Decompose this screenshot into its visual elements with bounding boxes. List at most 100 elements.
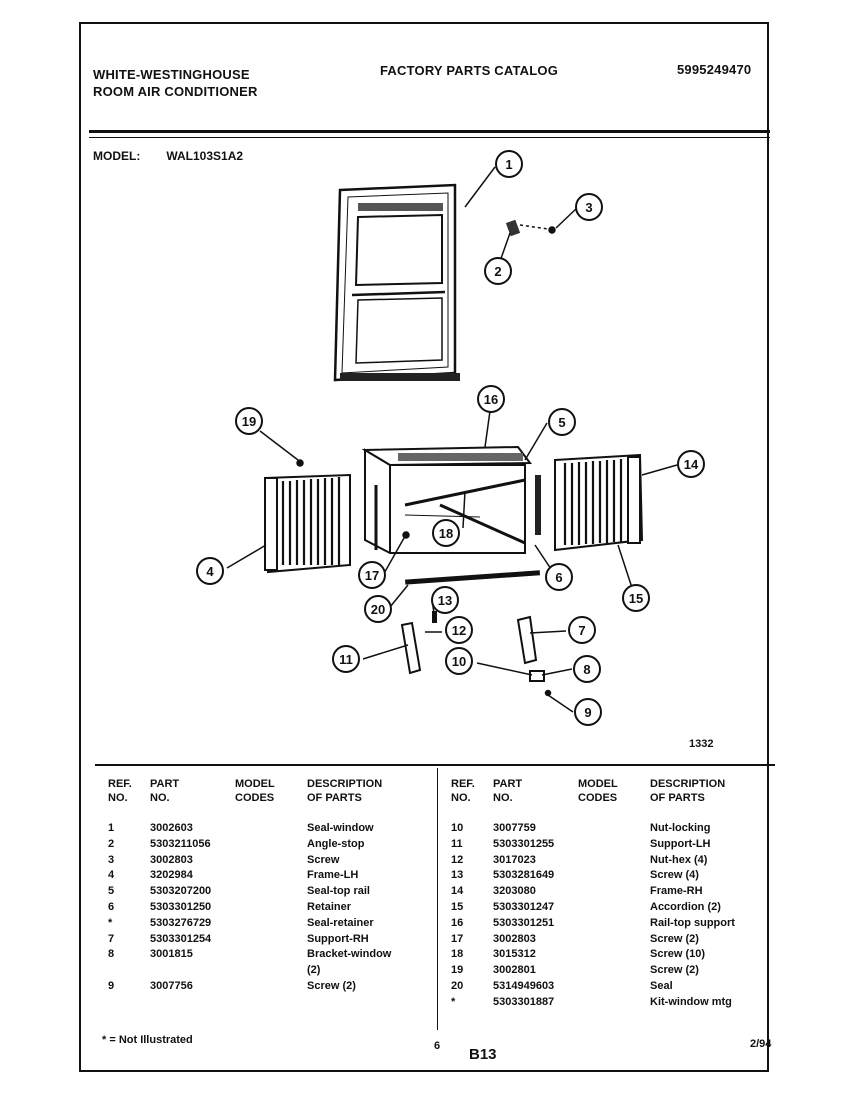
callout-20: 20 — [364, 595, 392, 623]
callout-10: 10 — [445, 647, 473, 675]
callout-7: 7 — [568, 616, 596, 644]
cell-desc: Screw (2) — [650, 932, 699, 945]
cell-part: 3002603 — [150, 822, 193, 834]
cell-desc: Accordion (2) — [650, 900, 721, 913]
cell-desc: Bracket-window — [307, 948, 392, 961]
callout-label: 19 — [242, 414, 256, 429]
cell-code — [578, 979, 650, 995]
cell-code — [578, 837, 650, 853]
cell-code — [235, 884, 307, 900]
cell-code — [235, 837, 307, 853]
cell-ref: 11 — [451, 837, 463, 850]
cell-part: 5303301247 — [493, 900, 555, 913]
cell-ref: 17 — [451, 932, 464, 945]
cell-ref: 1 — [108, 822, 115, 834]
table-row: (2) — [108, 963, 432, 979]
cell-desc: Seal-window — [307, 822, 374, 834]
cell-part: 5303207200 — [150, 885, 212, 898]
table-row: 14 3203080 Frame-RH — [451, 884, 770, 900]
cell-part: 3007759 — [493, 822, 536, 834]
cell-desc: Support-LH — [650, 837, 711, 850]
cell-desc: Kit-window mtg — [650, 995, 732, 1008]
col-header-ref: REF.NO. — [108, 778, 132, 804]
cell-code — [578, 821, 650, 837]
cell-part: 5314949603 — [493, 979, 555, 992]
exploded-parts-diagram: 1 2 3 4 5 6 7 8 9 10 11 12 13 14 15 16 1… — [196, 150, 705, 726]
cell-part: 3015312 — [493, 948, 536, 961]
callout-label: 7 — [578, 623, 585, 638]
cell-ref: 20 — [451, 979, 464, 992]
cell-code — [235, 821, 307, 837]
cell-part: 3002803 — [493, 932, 536, 945]
callout-label: 12 — [452, 623, 466, 638]
cell-ref: 3 — [108, 853, 115, 866]
cell-ref: 19 — [451, 964, 464, 977]
cell-ref: 14 — [451, 885, 464, 898]
cell-part: 3002801 — [493, 964, 536, 977]
callout-6: 6 — [545, 563, 573, 591]
cell-ref — [108, 963, 150, 979]
callout-label: 9 — [584, 705, 591, 720]
cell-code — [578, 932, 650, 948]
cell-desc: Support-RH — [307, 932, 369, 945]
cell-desc: Nut-locking — [650, 822, 711, 834]
cell-part: 3203080 — [493, 885, 536, 898]
cell-desc: Rail-top support — [650, 916, 735, 929]
table-row: 8 3001815 Bracket-window — [108, 947, 432, 963]
header-rule-thick — [89, 130, 770, 133]
cell-desc: Seal-retainer — [307, 916, 374, 929]
brand-line-2: ROOM AIR CONDITIONER — [93, 84, 258, 99]
table-top-rule — [95, 764, 775, 766]
cell-ref: 4 — [108, 869, 115, 882]
callout-label: 14 — [684, 457, 699, 472]
cell-code — [578, 916, 650, 932]
callout-label: 3 — [585, 200, 592, 215]
callout-label: 17 — [365, 568, 379, 583]
cell-ref: 7 — [108, 932, 115, 945]
cell-part: 5303281649 — [493, 869, 555, 882]
callout-3: 3 — [575, 193, 603, 221]
cell-code — [235, 916, 307, 932]
revision-date: 2/94 — [750, 1038, 772, 1050]
cell-desc: Seal-top rail — [307, 885, 370, 898]
cell-part: 3001815 — [150, 948, 193, 961]
callout-label: 6 — [555, 570, 562, 585]
cell-desc: Screw (10) — [650, 948, 706, 961]
cell-part: 5303301254 — [150, 932, 212, 945]
catalog-number: 5995249470 — [677, 62, 752, 77]
cell-code — [235, 853, 307, 869]
brand-line-1: WHITE-WESTINGHOUSE — [93, 67, 250, 82]
callout-label: 13 — [438, 593, 452, 608]
cell-ref: * — [451, 995, 456, 1008]
cell-ref: 5 — [108, 885, 115, 898]
footnote-not-illustrated: * = Not Illustrated — [102, 1034, 193, 1046]
cell-ref: 2 — [108, 837, 115, 850]
callout-label: 15 — [629, 591, 643, 606]
cell-desc: (2) — [307, 964, 321, 977]
cell-desc: Frame-RH — [650, 885, 703, 898]
cell-desc: Screw — [307, 853, 340, 866]
cell-ref: 8 — [108, 948, 115, 961]
cell-ref: 10 — [451, 822, 464, 834]
callout-13: 13 — [431, 586, 459, 614]
cell-code — [235, 947, 307, 963]
callout-label: 4 — [206, 564, 214, 579]
cell-ref: 6 — [108, 900, 115, 913]
table-row: 1 3002603 Seal-window — [108, 821, 432, 837]
callout-9: 9 — [574, 698, 602, 726]
callout-label: 8 — [583, 662, 590, 677]
cell-code — [578, 884, 650, 900]
cell-part — [150, 963, 235, 979]
callout-11: 11 — [332, 645, 360, 673]
callout-label: 11 — [339, 652, 353, 667]
table-row: 10 3007759 Nut-locking — [451, 821, 770, 837]
